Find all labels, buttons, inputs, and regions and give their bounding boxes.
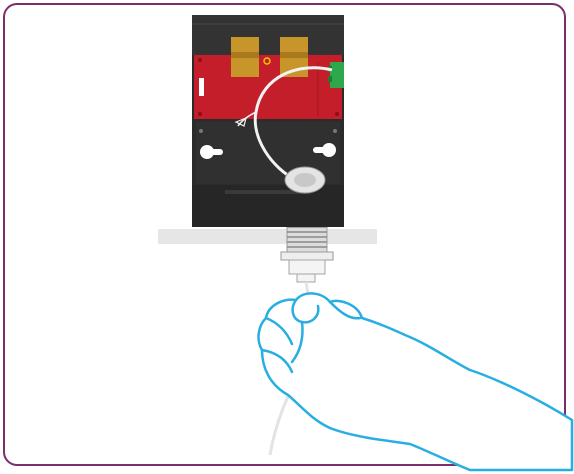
- terminal-block: [328, 62, 344, 88]
- gland-nut: [284, 166, 326, 194]
- cable-gland: [280, 221, 334, 283]
- gold-connector-left: [231, 37, 259, 77]
- hand-icon: [257, 292, 574, 472]
- device-enclosure: [192, 15, 344, 227]
- mounting-slot-right: [313, 143, 336, 157]
- wall-panel: [158, 229, 377, 244]
- mounting-slot-left: [200, 145, 223, 159]
- internal-cable: [253, 66, 333, 182]
